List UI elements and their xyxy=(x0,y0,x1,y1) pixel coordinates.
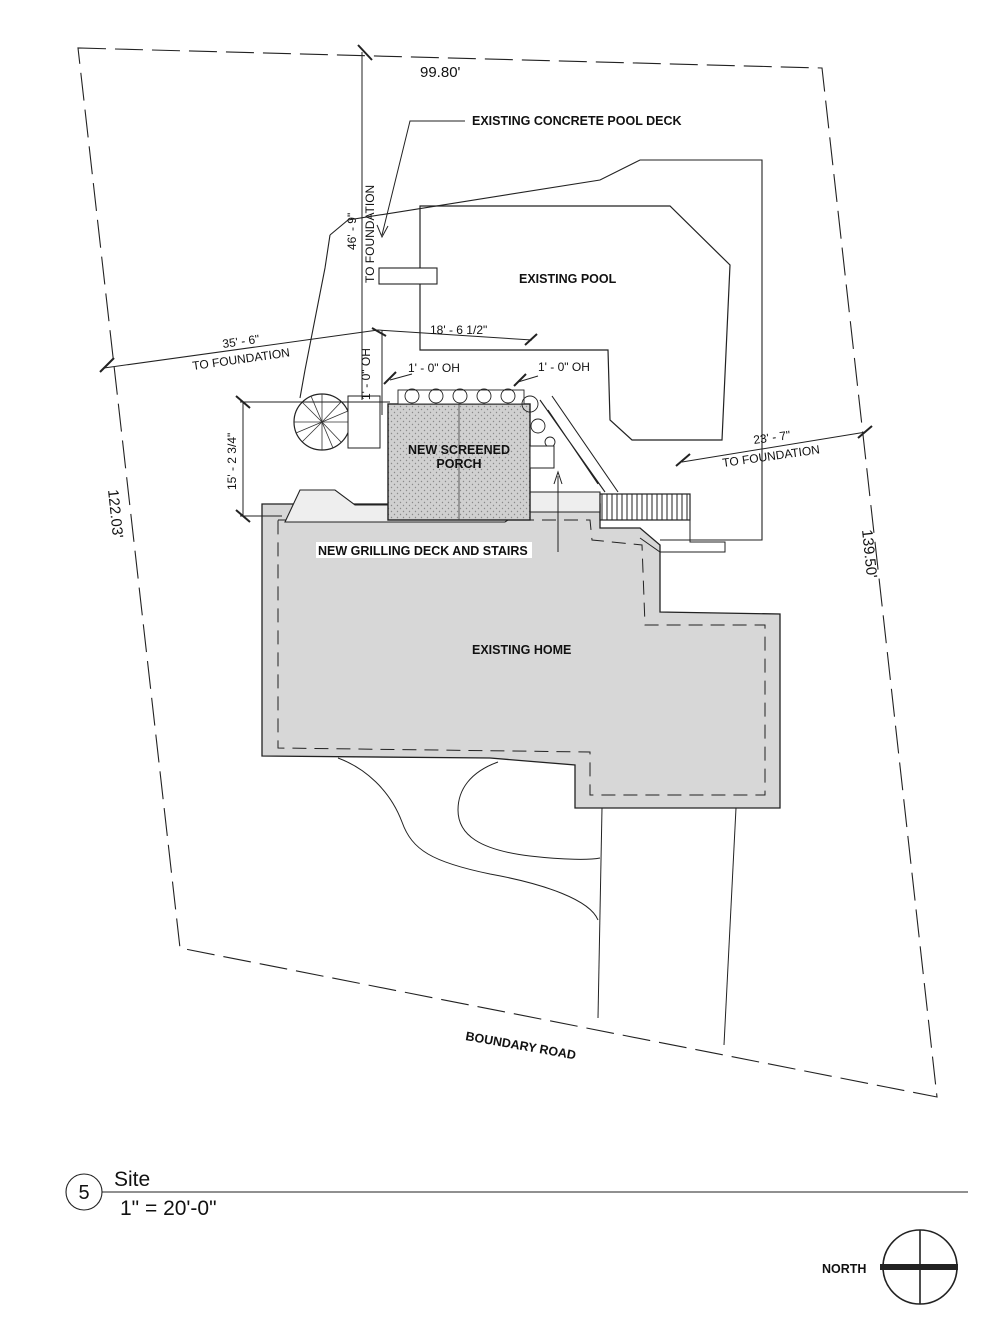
property-boundary xyxy=(77,47,938,1098)
left-setback-to: TO FOUNDATION xyxy=(191,345,290,373)
grilling-deck-label: NEW GRILLING DECK AND STAIRS xyxy=(318,544,528,558)
tree-symbol xyxy=(293,393,351,451)
stair-landing xyxy=(599,493,691,521)
porch-label-line2: PORCH xyxy=(436,457,481,471)
leader-lines xyxy=(376,120,563,552)
north-label: NORTH xyxy=(822,1262,866,1276)
walkway-curve xyxy=(457,761,601,860)
grilling-label-bg xyxy=(316,542,532,558)
dimension-lines xyxy=(99,44,873,523)
boundary-road-label: BOUNDARY ROAD xyxy=(464,1029,577,1062)
left-setback-distance: 35' - 6" xyxy=(221,332,260,351)
pool-deck-outline xyxy=(299,159,763,541)
view-title: Site xyxy=(114,1168,150,1191)
stair-runout xyxy=(639,519,726,553)
boundary-right-length: 139.50' xyxy=(858,529,880,579)
right-setback-to: TO FOUNDATION xyxy=(721,442,820,470)
stair-rail xyxy=(539,395,619,493)
pool-label: EXISTING POOL xyxy=(519,272,617,286)
shrub-row xyxy=(404,388,556,448)
driveway-edge-left xyxy=(597,807,603,1019)
view-number: 5 xyxy=(78,1182,89,1204)
boundary-top-length: 99.80' xyxy=(420,64,461,81)
pool-deck-label: EXISTING CONCRETE POOL DECK xyxy=(472,114,682,128)
right-setback-distance: 23' - 7" xyxy=(752,428,791,447)
rear-setback-distance: 46' - 9" xyxy=(345,213,359,250)
rear-setback-to: TO FOUNDATION xyxy=(363,185,377,283)
overhang-right: 1' - 0" OH xyxy=(538,360,590,374)
pool-equipment-box xyxy=(378,267,438,285)
north-arrow-icon xyxy=(880,1229,958,1305)
porch-depth-dimension: 15' - 2 3/4" xyxy=(225,433,239,490)
home-foundation-dashed xyxy=(277,519,766,796)
porch-side-step xyxy=(529,445,555,469)
pool-outline xyxy=(419,205,731,441)
view-scale: 1" = 20'-0" xyxy=(120,1197,217,1220)
title-block: 5 Site 1" = 20'-0" xyxy=(65,1168,968,1220)
porch-label-line1: NEW SCREENED xyxy=(408,443,510,457)
overhang-left-vertical: 1' - 0" OH xyxy=(359,348,373,400)
existing-home xyxy=(261,503,781,809)
boundary-left-length: 122.03' xyxy=(104,489,126,539)
side-step xyxy=(347,395,381,449)
porch-width-dimension: 18' - 6 1/2" xyxy=(430,323,487,337)
home-label: EXISTING HOME xyxy=(472,643,571,657)
overhang-left: 1' - 0" OH xyxy=(408,361,460,375)
driveway-curve xyxy=(337,757,599,921)
driveway-edge-right xyxy=(723,807,737,1046)
